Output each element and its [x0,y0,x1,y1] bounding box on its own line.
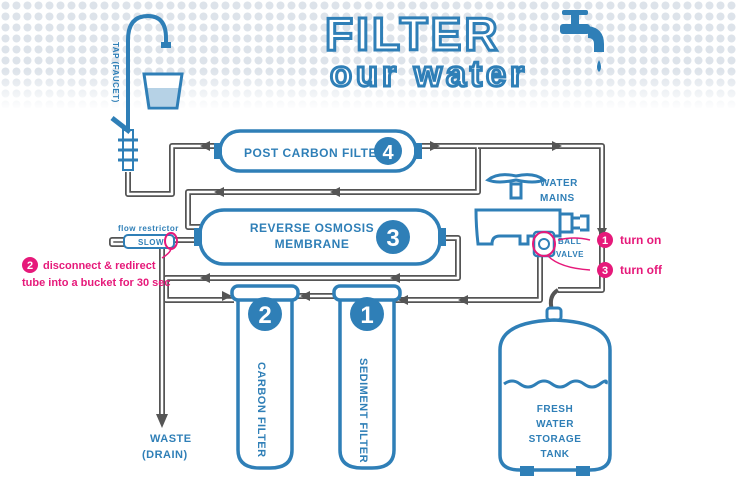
step-3-text: turn off [620,263,663,277]
ball-valve: BALL VALVE [532,230,584,259]
waste-label-line2: (DRAIN) [142,449,188,461]
water-mains-line1: WATER [540,178,578,189]
pipe-arrows [156,141,607,428]
sediment-label: SEDIMENT FILTER [357,358,369,463]
tank-label-line2: WATER [536,419,574,430]
reverse-osmosis-membrane: REVERSE OSMOSIS MEMBRANE 3 [194,208,446,266]
title-tap-icon [560,10,604,72]
step-2-line1: disconnect & redirect [43,260,156,272]
storage-tank: FRESH WATER STORAGE TANK [498,288,612,476]
post-carbon-number: 4 [382,142,394,164]
step-1-text: turn on [620,233,661,247]
post-carbon-filter: POST CARBON FILTER 4 [214,129,422,173]
glass-icon [142,72,184,110]
flow-restrictor-label: flow restrictor [118,224,179,233]
step-3-number: 3 [602,265,608,277]
sediment-number: 1 [360,302,373,329]
tap-label: TAP (FAUCET) [111,42,120,103]
title-line1: FILTER [325,8,501,60]
carbon-label: CARBON FILTER [255,362,267,458]
tank-label-line4: TANK [540,449,569,460]
step-2-number: 2 [27,260,33,272]
tank-label-line3: STORAGE [529,434,582,445]
ro-label-line1: REVERSE OSMOSIS [250,221,374,235]
title: FILTER our water [324,7,604,96]
step-1-number: 1 [602,235,608,247]
step-3-annotation: 3 turn off [547,255,663,278]
waste-label-line1: WASTE [150,433,192,445]
carbon-number: 2 [258,302,271,329]
water-mains-line2: MAINS [540,193,575,204]
step-2-annotation: 2 disconnect & redirect tube into a buck… [22,257,171,289]
tank-label-line1: FRESH [537,404,573,415]
ball-label: BALL [558,237,581,246]
header-fade [0,70,736,110]
ro-label-line2: MEMBRANE [275,237,350,251]
sediment-filter: 1 SEDIMENT FILTER [332,284,402,470]
flow-restrictor: flow restrictor SLOW [118,224,179,259]
slow-label: SLOW [138,238,164,247]
post-carbon-label: POST CARBON FILTER [244,146,386,160]
step-2-line2: tube into a bucket for 30 sec [22,277,171,289]
title-line2: our water [330,53,528,94]
carbon-filter: 2 CARBON FILTER [230,284,300,470]
valve-label: VALVE [556,250,584,259]
ro-number: 3 [386,225,399,252]
step-1-annotation: 1 turn on [557,232,661,248]
faucet-icon [110,13,171,171]
